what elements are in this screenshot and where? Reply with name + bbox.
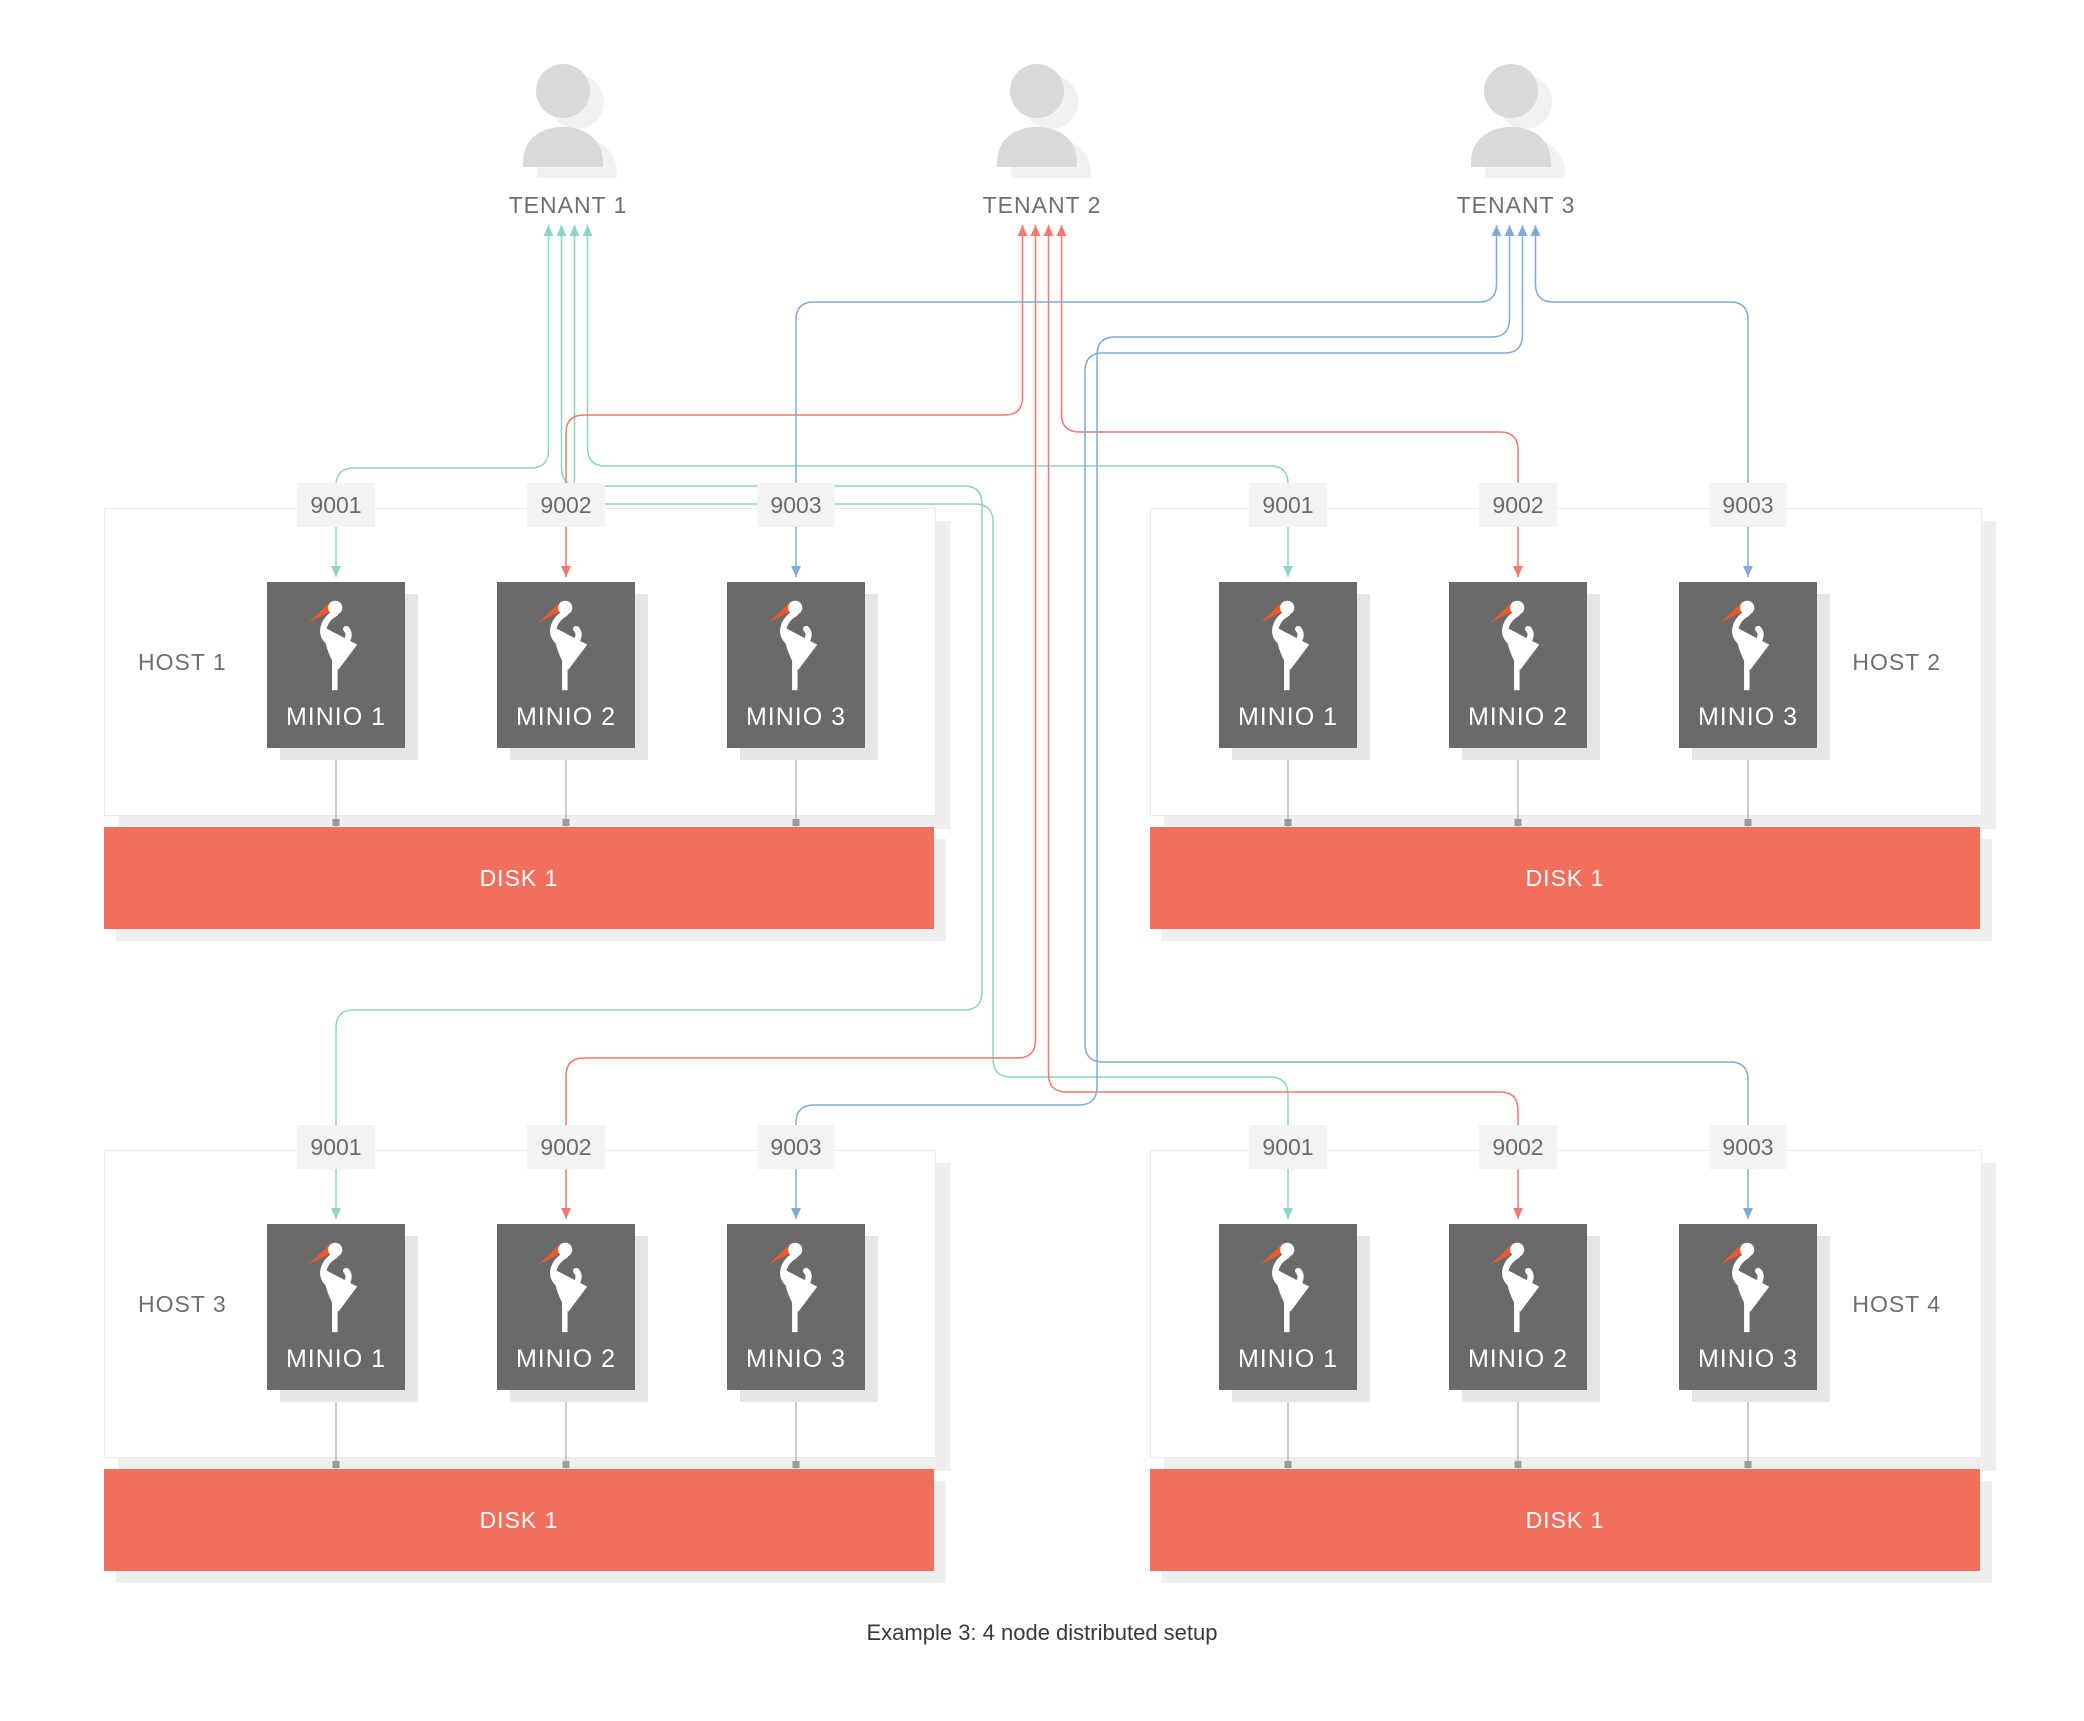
tenant-2-label: TENANT 2	[982, 192, 1102, 218]
minio-label: MINIO 1	[285, 1345, 387, 1373]
disk-connector-node	[1284, 819, 1292, 826]
host-4-port-9001: 9001	[1249, 1125, 1327, 1169]
minio-bird-icon	[758, 596, 834, 698]
host-4-minio-3: MINIO 3	[1679, 1224, 1817, 1390]
host-3-label: HOST 3	[138, 1291, 227, 1317]
host-3-port-9001: 9001	[297, 1125, 375, 1169]
tenant-1-label: TENANT 1	[508, 192, 628, 218]
minio-label: MINIO 1	[1237, 703, 1339, 731]
host-2-minio-1: MINIO 1	[1219, 582, 1357, 748]
minio-label: MINIO 1	[1237, 1345, 1339, 1373]
minio-bird-icon	[1480, 596, 1556, 698]
host-3-minio-2: MINIO 2	[497, 1224, 635, 1390]
minio-label: MINIO 3	[1697, 703, 1799, 731]
minio-label: MINIO 1	[285, 703, 387, 731]
tenant-3-label: TENANT 3	[1456, 192, 1576, 218]
minio-bird-icon	[1250, 1238, 1326, 1340]
host-2-minio-2: MINIO 2	[1449, 582, 1587, 748]
tenant-1-user-icon	[511, 55, 631, 185]
minio-bird-icon	[758, 1238, 834, 1340]
host-1-minio-3: MINIO 3	[727, 582, 865, 748]
host-1-port-9001: 9001	[297, 483, 375, 527]
minio-bird-icon	[1480, 1238, 1556, 1340]
minio-bird-icon	[298, 1238, 374, 1340]
disk-connector-node	[562, 1461, 570, 1468]
minio-bird-icon	[1710, 1238, 1786, 1340]
disk-connector-node	[1514, 1461, 1522, 1468]
host-2-minio-3: MINIO 3	[1679, 582, 1817, 748]
host-4-label: HOST 4	[1852, 1291, 1941, 1317]
host-1-port-9002: 9002	[527, 483, 605, 527]
tenant-3-user-icon	[1459, 55, 1579, 185]
disk-connector-node	[792, 819, 800, 826]
disk-connector-node	[332, 1461, 340, 1468]
host-4-minio-1: MINIO 1	[1219, 1224, 1357, 1390]
host-1-label: HOST 1	[138, 649, 227, 675]
disk-connector-node	[792, 1461, 800, 1468]
disk-connector-node	[332, 819, 340, 826]
minio-bird-icon	[528, 596, 604, 698]
host-3-minio-3: MINIO 3	[727, 1224, 865, 1390]
minio-bird-icon	[1710, 596, 1786, 698]
host-2-port-9002: 9002	[1479, 483, 1557, 527]
disk-connector-node	[562, 819, 570, 826]
host-2-port-9001: 9001	[1249, 483, 1327, 527]
host-2-port-9003: 9003	[1709, 483, 1787, 527]
tenant-2-user-icon	[985, 55, 1105, 185]
host-1-minio-1: MINIO 1	[267, 582, 405, 748]
host-3-port-9003: 9003	[757, 1125, 835, 1169]
host-1-minio-2: MINIO 2	[497, 582, 635, 748]
host-1-port-9003: 9003	[757, 483, 835, 527]
minio-bird-icon	[528, 1238, 604, 1340]
disk-connector-node	[1744, 819, 1752, 826]
minio-label: MINIO 2	[515, 703, 617, 731]
disk-connector-node	[1284, 1461, 1292, 1468]
disk-connector-node	[1744, 1461, 1752, 1468]
minio-label: MINIO 2	[1467, 1345, 1569, 1373]
host-4-disk: DISK 1	[1150, 1469, 1980, 1571]
host-2-label: HOST 2	[1852, 649, 1941, 675]
minio-bird-icon	[298, 596, 374, 698]
host-4-port-9003: 9003	[1709, 1125, 1787, 1169]
host-3-port-9002: 9002	[527, 1125, 605, 1169]
minio-label: MINIO 3	[1697, 1345, 1799, 1373]
minio-label: MINIO 3	[745, 703, 847, 731]
minio-label: MINIO 2	[515, 1345, 617, 1373]
host-3-disk: DISK 1	[104, 1469, 934, 1571]
minio-bird-icon	[1250, 596, 1326, 698]
host-3-minio-1: MINIO 1	[267, 1224, 405, 1390]
diagram-caption: Example 3: 4 node distributed setup	[866, 1620, 1218, 1645]
host-4-port-9002: 9002	[1479, 1125, 1557, 1169]
host-1-disk: DISK 1	[104, 827, 934, 929]
host-2-disk: DISK 1	[1150, 827, 1980, 929]
host-4-minio-2: MINIO 2	[1449, 1224, 1587, 1390]
minio-label: MINIO 2	[1467, 703, 1569, 731]
disk-connector-node	[1514, 819, 1522, 826]
minio-label: MINIO 3	[745, 1345, 847, 1373]
